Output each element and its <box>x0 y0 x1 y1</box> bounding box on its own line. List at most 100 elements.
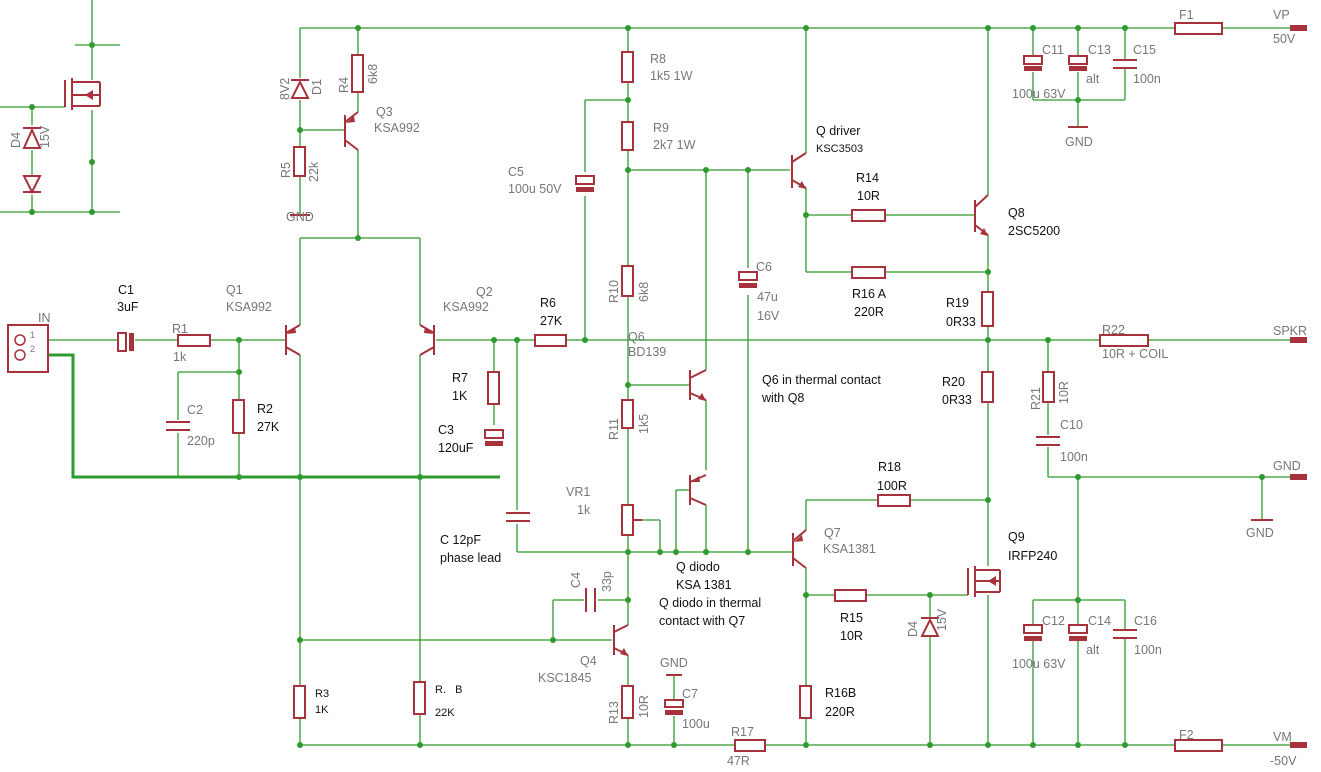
r16a-name: R16 A <box>852 287 887 301</box>
r16a-resistor <box>851 266 886 279</box>
r16b-resistor <box>799 685 812 719</box>
q9-value: IRFP240 <box>1008 549 1057 563</box>
c4-capacitor <box>585 588 596 612</box>
q8-name: Q8 <box>1008 206 1025 220</box>
q6-note-line1: Q6 in thermal contact <box>762 373 881 387</box>
f1-label: F1 <box>1179 8 1194 22</box>
vr1-potentiometer <box>621 504 642 536</box>
r6-resistor <box>534 334 567 347</box>
f2-fuse <box>1174 739 1223 752</box>
q9-mosfet <box>967 566 1001 597</box>
q-diodo-note-line1: Q diodo in thermal <box>659 596 761 610</box>
r1-value: 1k <box>173 350 187 364</box>
q2-transistor <box>419 324 435 356</box>
q1-value: KSA992 <box>226 300 272 314</box>
c-phase-lead-value: phase lead <box>440 551 501 565</box>
c-phase-lead-name: C 12pF <box>440 533 481 547</box>
q-diodo-note-line2: contact with Q7 <box>659 614 745 628</box>
c11-capacitor <box>1023 55 1043 71</box>
q-driver-value: KSC3503 <box>816 143 863 155</box>
c15-capacitor <box>1113 59 1137 69</box>
r9-resistor <box>621 121 634 151</box>
r17-value: 47R <box>727 754 750 768</box>
q7-name: Q7 <box>824 526 841 540</box>
c5-value: 100u 50V <box>508 182 562 196</box>
r21-name: R21 <box>1029 387 1043 410</box>
gnd-label-r5: GND <box>286 210 314 224</box>
left-d4-name: D4 <box>9 132 23 148</box>
c5-name: C5 <box>508 165 524 179</box>
labels: VP 50V VM -50V SPKR GND GND GND GND GND … <box>9 8 1307 768</box>
rb-value: 22K <box>435 707 455 719</box>
d4-name: D4 <box>906 621 920 637</box>
c2-name: C2 <box>187 403 203 417</box>
r19-value: 0R33 <box>946 315 976 329</box>
c3-capacitor <box>484 429 504 446</box>
c6-voltage: 16V <box>757 309 780 323</box>
q4-name: Q4 <box>580 654 597 668</box>
f2-label: F2 <box>1179 728 1194 742</box>
f1-fuse <box>1174 22 1223 35</box>
r20-value: 0R33 <box>942 393 972 407</box>
c14-name: C14 <box>1088 614 1111 628</box>
r21-value: 10R <box>1057 381 1071 404</box>
r18-name: R18 <box>878 460 901 474</box>
r8-value: 1k5 1W <box>650 69 693 83</box>
vm-value: -50V <box>1270 754 1297 768</box>
r10-resistor <box>621 265 634 297</box>
vp-label: VP <box>1273 8 1290 22</box>
c6-capacitor <box>738 271 758 288</box>
q7-value: KSA1381 <box>823 542 876 556</box>
q7-transistor <box>792 529 807 569</box>
c12-name: C12 <box>1042 614 1065 628</box>
vr1-name: VR1 <box>566 485 590 499</box>
q3-value: KSA992 <box>374 121 420 135</box>
spkr-terminal <box>1290 337 1307 343</box>
input-ground-trace <box>48 353 500 479</box>
c10-value: 100n <box>1060 450 1088 464</box>
c1-name: C1 <box>118 283 134 297</box>
rb-name: R. B <box>435 684 463 696</box>
c16-capacitor <box>1113 629 1137 639</box>
c15-value: 100n <box>1133 72 1161 86</box>
r1-resistor <box>177 334 211 347</box>
r2-resistor <box>232 399 245 434</box>
d1-name: D1 <box>310 79 324 95</box>
r17-name: R17 <box>731 725 754 739</box>
q8-value: 2SC5200 <box>1008 224 1060 238</box>
c2-value: 220p <box>187 434 215 448</box>
r9-name: R9 <box>653 121 669 135</box>
r16b-value: 220R <box>825 705 855 719</box>
q1-transistor <box>285 324 301 356</box>
q2-value: KSA992 <box>443 300 489 314</box>
c-phase-lead-capacitor <box>506 512 530 522</box>
c13-name: C13 <box>1088 43 1111 57</box>
input-connector <box>7 324 49 373</box>
r3-value: 1K <box>315 704 329 716</box>
r4-resistor <box>351 54 364 93</box>
r7-value: 1K <box>452 389 468 403</box>
c7-value: 100u <box>682 717 710 731</box>
q9-name: Q9 <box>1008 530 1025 544</box>
q-diodo-value: KSA 1381 <box>676 578 732 592</box>
c6-value: 47u <box>757 290 778 304</box>
r5-resistor <box>293 146 306 177</box>
r2-name: R2 <box>257 402 273 416</box>
c6-name: C6 <box>756 260 772 274</box>
q6-value: BD139 <box>628 345 666 359</box>
r18-value: 100R <box>877 479 907 493</box>
c14-capacitor <box>1068 624 1088 641</box>
spkr-label: SPKR <box>1273 324 1307 338</box>
q6-note-line2: with Q8 <box>761 391 804 405</box>
d1-value: 8V2 <box>278 78 292 100</box>
gnd-terminal <box>1290 474 1307 480</box>
c14-value: alt <box>1086 643 1100 657</box>
r17-resistor <box>734 739 766 752</box>
r11-name: R11 <box>607 418 621 440</box>
q1-name: Q1 <box>226 283 243 297</box>
r7-resistor <box>487 371 500 405</box>
r14-value: 10R <box>857 189 880 203</box>
r22-value: 10R + COIL <box>1102 347 1168 361</box>
vm-label: VM <box>1273 730 1292 744</box>
